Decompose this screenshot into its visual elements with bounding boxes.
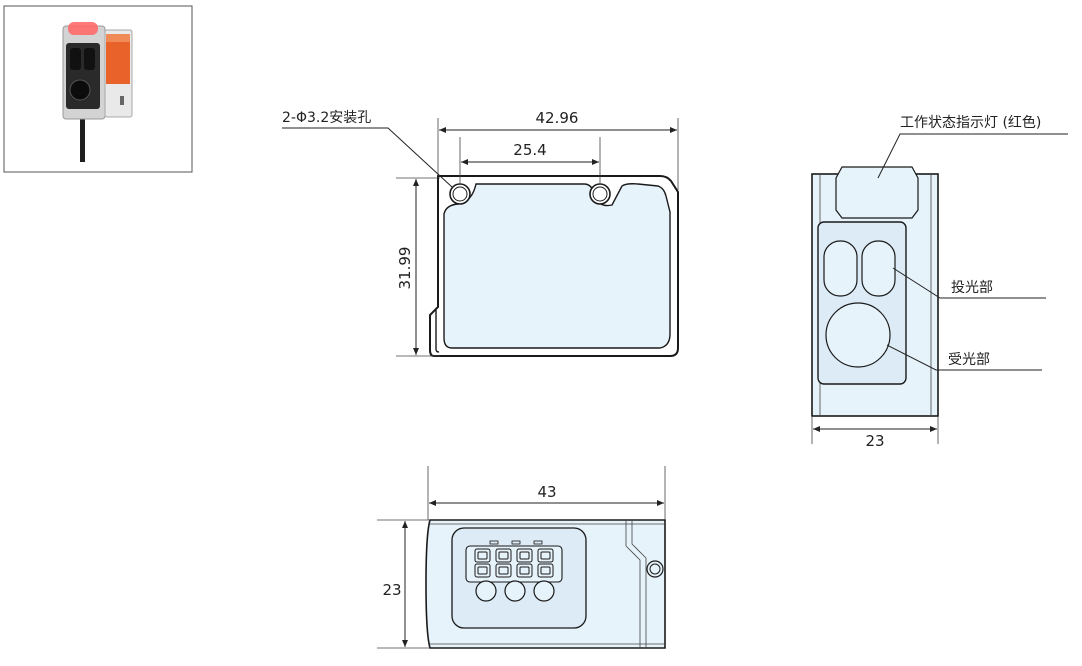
indicator-leader [877, 133, 1068, 179]
dim-top-height: 31.99 [396, 247, 414, 290]
emitter-leader [892, 267, 1046, 299]
product-photo-icon [62, 22, 133, 162]
emitter-label: 投光部 [951, 280, 993, 296]
emitter-window-right [861, 240, 896, 297]
dim-side-width: 23 [865, 432, 884, 450]
status-led-3 [533, 540, 543, 545]
bottom-view: 43 23 [377, 466, 666, 649]
photo-mark [120, 96, 124, 105]
photo-emitter-window [70, 48, 81, 70]
top-view: 42.96 25.4 31.99 2-Φ3.2安装孔 [282, 109, 679, 357]
digit-3 [516, 548, 533, 578]
photo-receiver-lens [69, 79, 91, 101]
photo-label-strip [106, 34, 130, 42]
dim-hole-spacing: 25.4 [513, 141, 546, 159]
receiver-leader [886, 344, 1042, 371]
photo-emitter-window-2 [84, 48, 95, 70]
photo-cable [80, 118, 85, 162]
dim-top-width: 42.96 [536, 109, 579, 127]
digit-2 [495, 548, 512, 578]
emitter-window-left [823, 240, 858, 297]
bottom-side-step [625, 520, 641, 648]
top-view-window [443, 183, 671, 349]
side-view: 工作状态指示灯 (红色) 投光部 受光部 23 [811, 114, 1068, 450]
seven-segment-digits [474, 548, 554, 578]
indicator-label: 工作状态指示灯 (红色) [900, 114, 1041, 131]
product-photo [3, 5, 193, 173]
photo-led [68, 22, 98, 35]
receiver-label: 受光部 [948, 352, 990, 368]
hole-leader [282, 127, 453, 188]
button-2 [504, 580, 526, 602]
status-led-1 [489, 540, 499, 545]
button-3 [533, 580, 555, 602]
button-1 [475, 580, 497, 602]
adjust-screw [646, 560, 664, 578]
receiver-lens [825, 302, 891, 368]
indicator-lamp [835, 166, 919, 219]
mounting-hole-left-inner [452, 186, 468, 202]
digit-4 [537, 548, 554, 578]
status-led-2 [511, 540, 521, 545]
adjust-screw-inner [649, 563, 661, 575]
top-view-step [435, 310, 440, 353]
digit-1 [474, 548, 491, 578]
hole-label: 2-Φ3.2安装孔 [282, 110, 371, 126]
dim-bottom-width: 43 [537, 483, 556, 501]
dim-bottom-height: 23 [382, 581, 401, 599]
photo-label [106, 34, 130, 84]
mounting-hole-right-inner [592, 186, 608, 202]
